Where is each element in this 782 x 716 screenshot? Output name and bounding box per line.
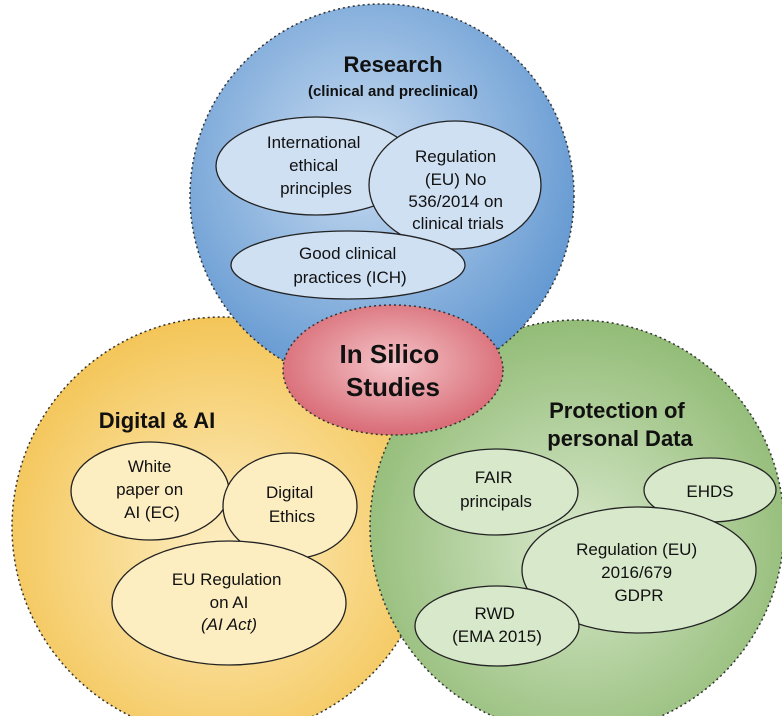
research-title: Research	[343, 52, 442, 77]
research-subtitle: (clinical and preclinical)	[308, 83, 478, 100]
protection-item-fair	[413, 448, 579, 536]
research-group: Research (clinical and preclinical) Inte…	[215, 52, 542, 300]
center-group: In Silico Studies	[282, 304, 504, 436]
research-item-gcp-label: Good clinical practices (ICH)	[293, 244, 406, 287]
protection-item-rwd-label: RWD (EMA 2015)	[452, 604, 542, 646]
digital-item-eu-ai-regulation	[111, 540, 347, 666]
digital-group: Digital & AI White paper on AI (EC) Digi…	[70, 408, 358, 666]
research-item-ethical-principles-label: International ethical principles	[267, 133, 365, 198]
protection-title: Protection of personal Data	[547, 398, 693, 451]
research-item-gcp	[230, 230, 466, 300]
research-item-regulation-536	[368, 120, 542, 250]
digital-item-eu-ai-regulation-label: EU Regulation on AI	[172, 570, 286, 612]
protection-item-gdpr	[521, 506, 757, 634]
protection-item-fair-label: FAIR principals	[460, 468, 532, 511]
protection-item-gdpr-label: Regulation (EU) 2016/679 GDPR	[576, 540, 702, 605]
protection-item-ehds-label: EHDS	[686, 482, 733, 501]
center-label: In Silico Studies	[340, 339, 447, 402]
protection-group: Protection of personal Data FAIR princip…	[413, 398, 777, 667]
digital-item-white-paper-label: White paper on AI (EC)	[116, 457, 188, 522]
protection-item-rwd	[414, 585, 580, 667]
research-item-regulation-536-label: Regulation (EU) No 536/2014 on clinical …	[408, 147, 507, 233]
digital-item-ethics-label: Digital Ethics	[266, 483, 318, 526]
digital-item-ai-act-note: (AI Act)	[201, 615, 257, 634]
center-ellipse	[282, 304, 504, 436]
digital-title: Digital & AI	[99, 408, 216, 433]
